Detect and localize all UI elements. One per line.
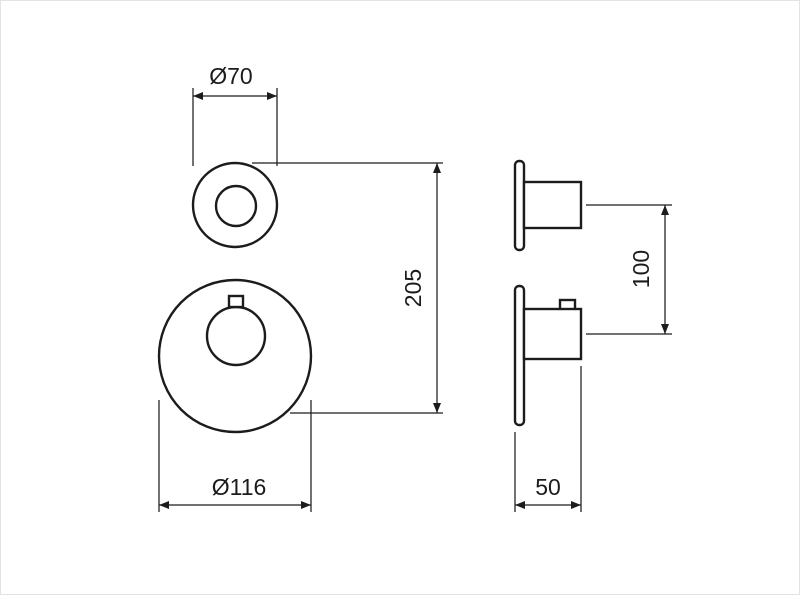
dim-label-top-diameter: Ø70: [209, 63, 252, 89]
lower-trim-knob-circle: [205, 305, 267, 367]
dim-label-center-spacing: 100: [628, 250, 654, 288]
lower-valve-body: [522, 307, 583, 361]
dim-label-bottom-diameter: Ø116: [212, 474, 267, 500]
dim-bottom-diameter: Ø116: [158, 400, 312, 512]
front-view: [157, 161, 313, 434]
dim-center-spacing: 100: [586, 204, 672, 335]
lower-valve-flange: [513, 284, 526, 427]
knob-index-tab: [227, 294, 245, 309]
dim-top-diameter: Ø70: [192, 63, 278, 166]
dim-label-overall-height: 205: [400, 269, 426, 307]
dim-depth: 50: [514, 366, 582, 512]
upper-trim-knob-circle: [214, 184, 258, 228]
dimensions: Ø70 205 Ø116 100: [158, 63, 672, 512]
side-view: [513, 159, 583, 427]
dim-overall-height: 205: [252, 162, 443, 414]
upper-valve-body: [522, 180, 583, 230]
upper-valve-flange: [513, 159, 526, 252]
dim-label-depth: 50: [535, 474, 561, 500]
